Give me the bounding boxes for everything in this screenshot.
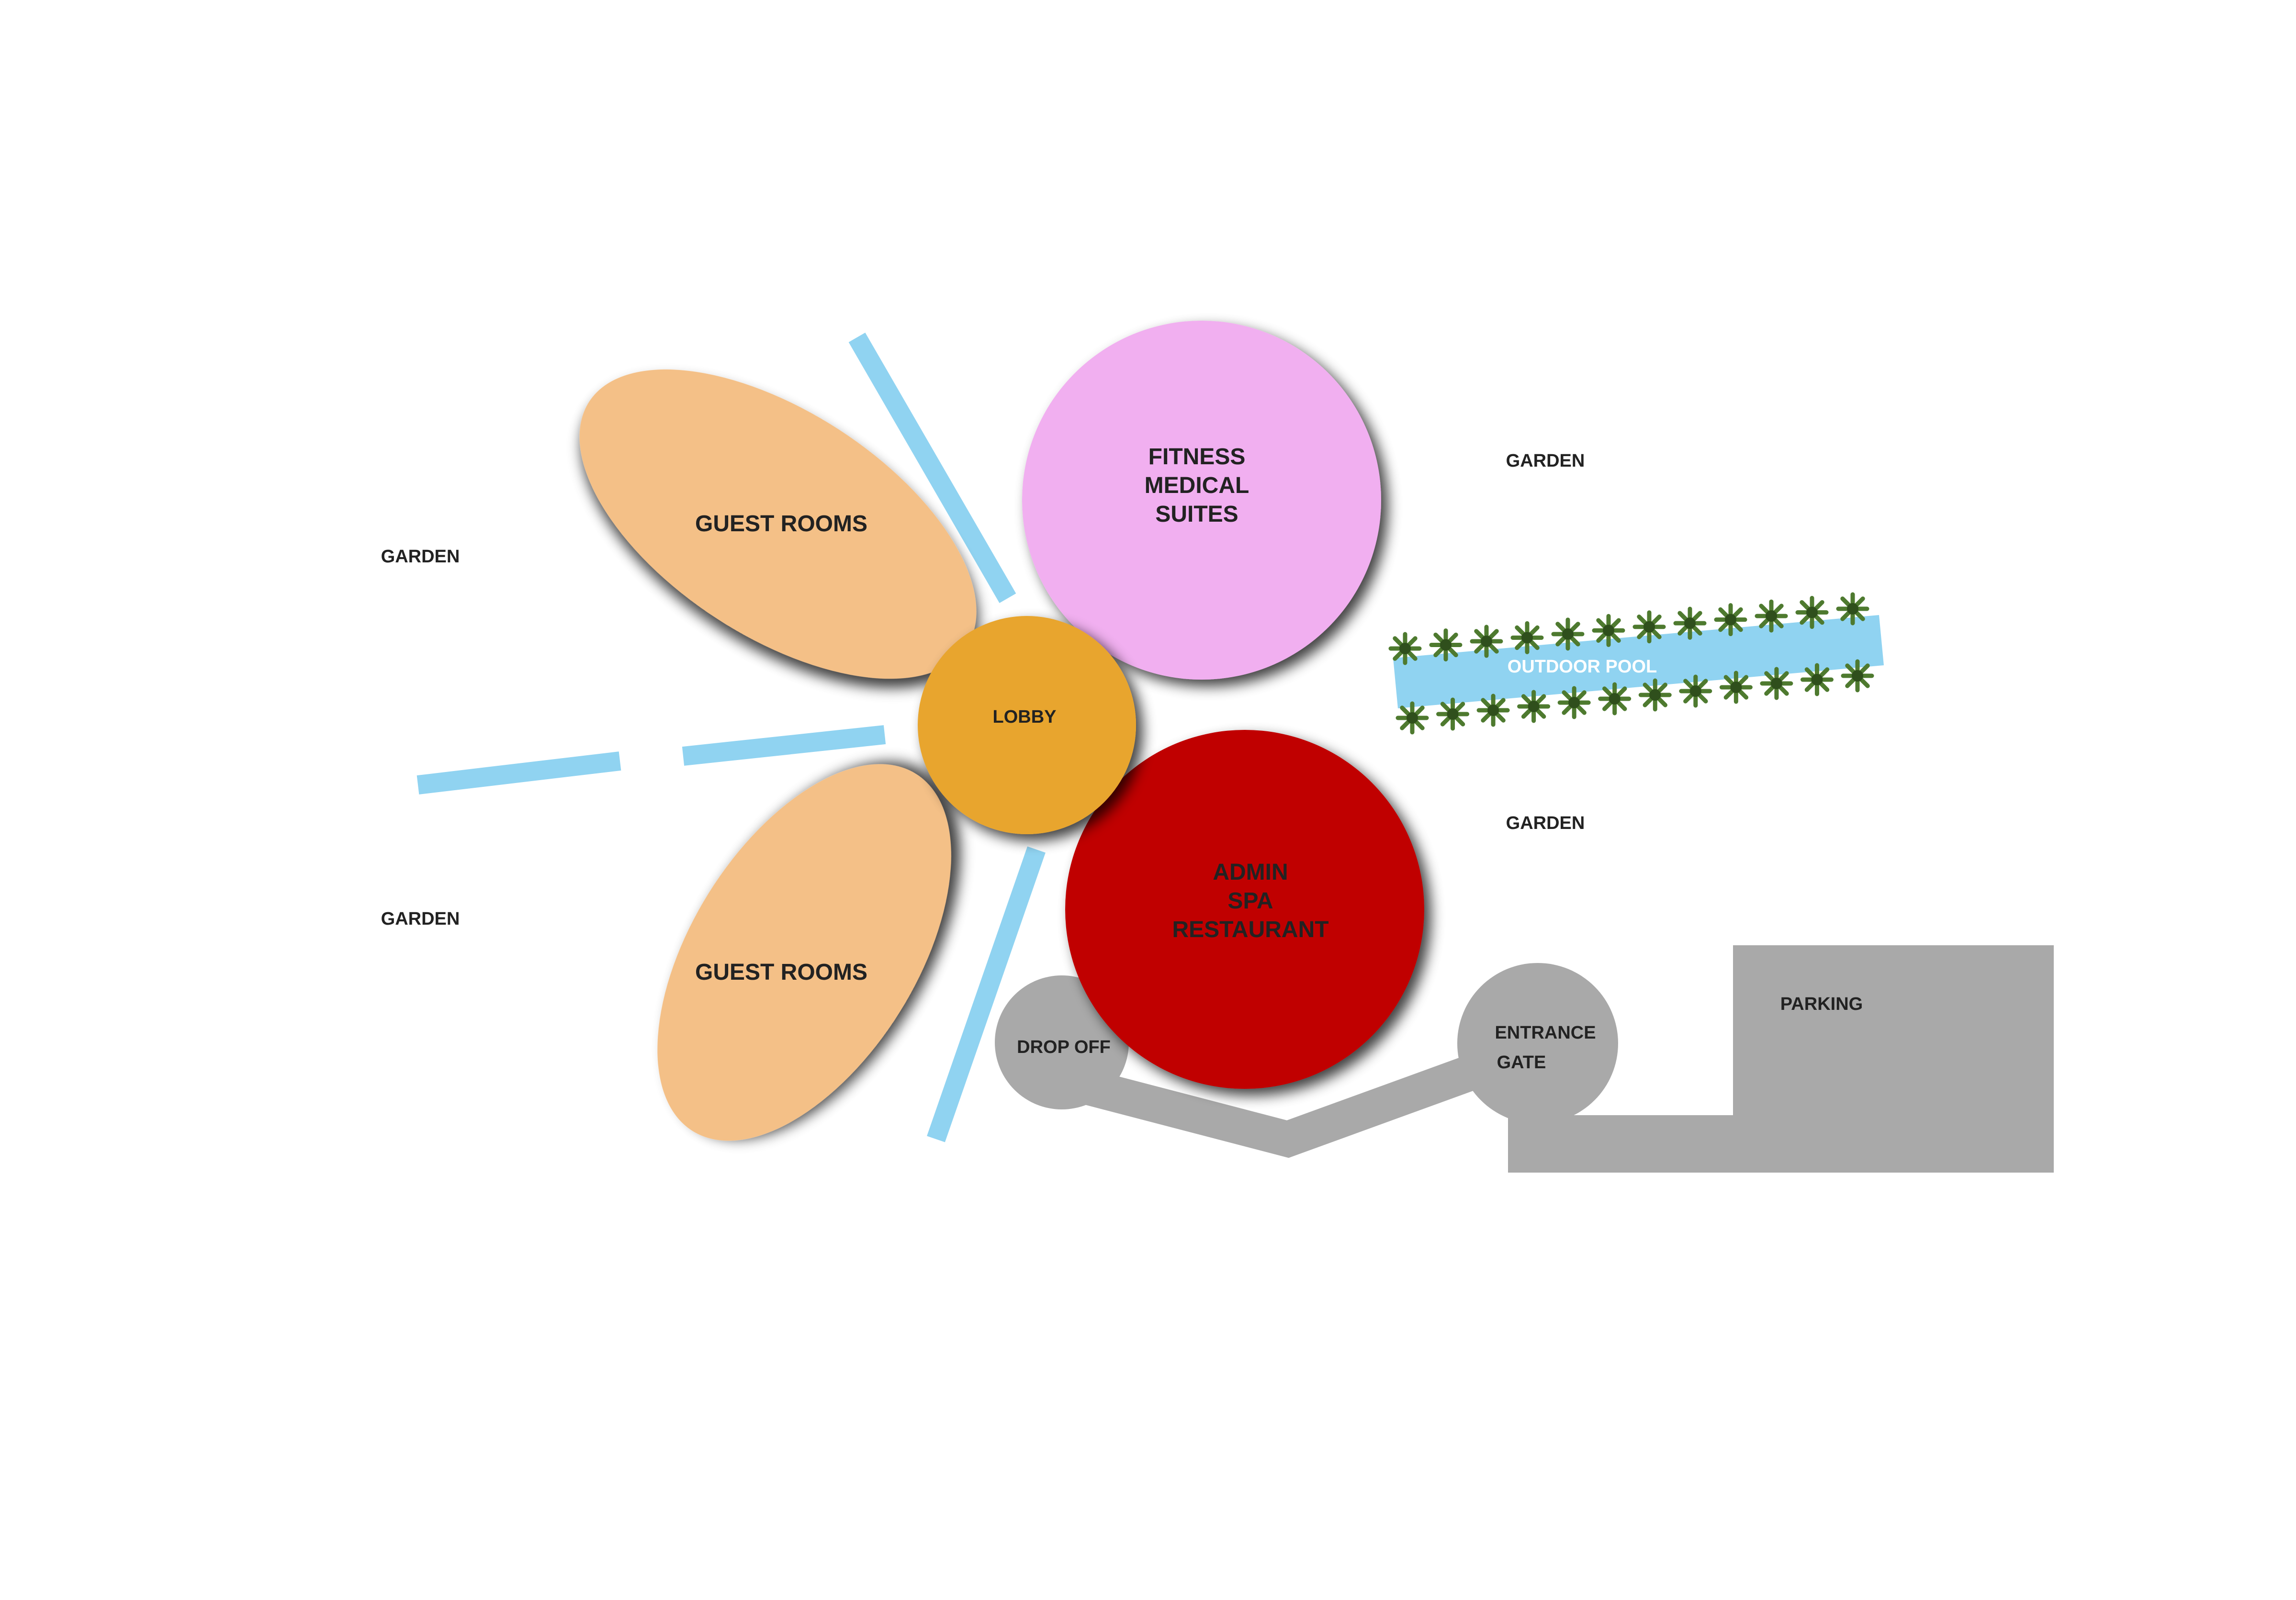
palm-tree-icon	[1760, 667, 1793, 700]
lobby-zone	[918, 616, 1136, 834]
palm-tree-icon	[1836, 592, 1869, 626]
palm-tree-icon	[1673, 606, 1707, 640]
water-strip-lower-diagonal	[927, 846, 1046, 1142]
outdoor-pool-label: OUTDOOR POOL	[1508, 657, 1657, 677]
palm-tree-icon	[1470, 625, 1503, 658]
pool-trees	[1388, 592, 1874, 735]
palm-tree-icon	[1598, 682, 1632, 716]
fitness-label-line-2: MEDICAL	[1145, 473, 1249, 498]
palm-tree-icon	[1388, 632, 1422, 665]
garden-right-bottom-label: GARDEN	[1506, 813, 1585, 833]
palm-tree-icon	[1638, 678, 1672, 712]
palm-tree-icon	[1632, 610, 1666, 644]
outdoor-pool	[1393, 615, 1884, 708]
garden-right-top-label: GARDEN	[1506, 451, 1585, 471]
water-features	[416, 332, 1046, 1142]
garden-left-bottom-label: GARDEN	[381, 909, 460, 929]
fitness-label-line-1: FITNESS	[1148, 444, 1246, 470]
parking-access-road	[1508, 1115, 2054, 1173]
guest-rooms-bottom-zone	[657, 764, 951, 1141]
palm-tree-icon	[1476, 694, 1510, 727]
palm-tree-icon	[1719, 671, 1753, 704]
palm-tree-icon	[1510, 621, 1544, 654]
lobby-label: LOBBY	[993, 707, 1057, 727]
water-strip-left-2	[682, 725, 886, 766]
palm-tree-icon	[1714, 603, 1747, 637]
palm-tree-icon	[1551, 617, 1585, 651]
palm-tree-icon	[1800, 663, 1834, 696]
palm-tree-icon	[1436, 697, 1470, 731]
labels: GUEST ROOMS GUEST ROOMS FITNESS MEDICAL …	[381, 444, 1863, 1073]
guest-rooms-bottom-label: GUEST ROOMS	[695, 960, 867, 985]
palm-tree-icon	[1841, 659, 1874, 693]
fitness-medical-suites-zone	[1022, 321, 1381, 680]
fitness-label-line-3: SUITES	[1155, 502, 1238, 527]
palm-tree-icon	[1592, 614, 1625, 647]
access-road	[995, 945, 2054, 1173]
drive-path	[1063, 1045, 1505, 1158]
admin-label-line-3: RESTAURANT	[1172, 917, 1328, 942]
palm-tree-icon	[1795, 596, 1829, 629]
water-strip-upper-diagonal	[848, 332, 1016, 604]
outdoor-pool-group	[1388, 592, 1884, 735]
water-strip-left-1	[416, 751, 621, 794]
guest-rooms-top-label: GUEST ROOMS	[695, 511, 867, 537]
palm-tree-icon	[1557, 686, 1591, 719]
garden-left-top-label: GARDEN	[381, 547, 460, 567]
admin-label-line-2: SPA	[1227, 888, 1273, 914]
entrance-gate-zone	[1457, 963, 1618, 1124]
entrance-gate-label-line-1: ENTRANCE	[1495, 1023, 1596, 1043]
admin-spa-restaurant-zone	[1065, 730, 1424, 1089]
parking-label: PARKING	[1780, 994, 1863, 1014]
palm-tree-icon	[1429, 628, 1463, 661]
entrance-gate-label-line-2: GATE	[1497, 1052, 1546, 1073]
palm-tree-icon	[1517, 690, 1551, 723]
drop-off-label: DROP OFF	[1017, 1037, 1111, 1057]
palm-tree-icon	[1679, 674, 1712, 708]
palm-tree-icon	[1396, 701, 1429, 735]
admin-label-line-1: ADMIN	[1213, 860, 1288, 885]
guest-rooms-top-zone	[579, 369, 977, 679]
palm-tree-icon	[1755, 599, 1788, 633]
